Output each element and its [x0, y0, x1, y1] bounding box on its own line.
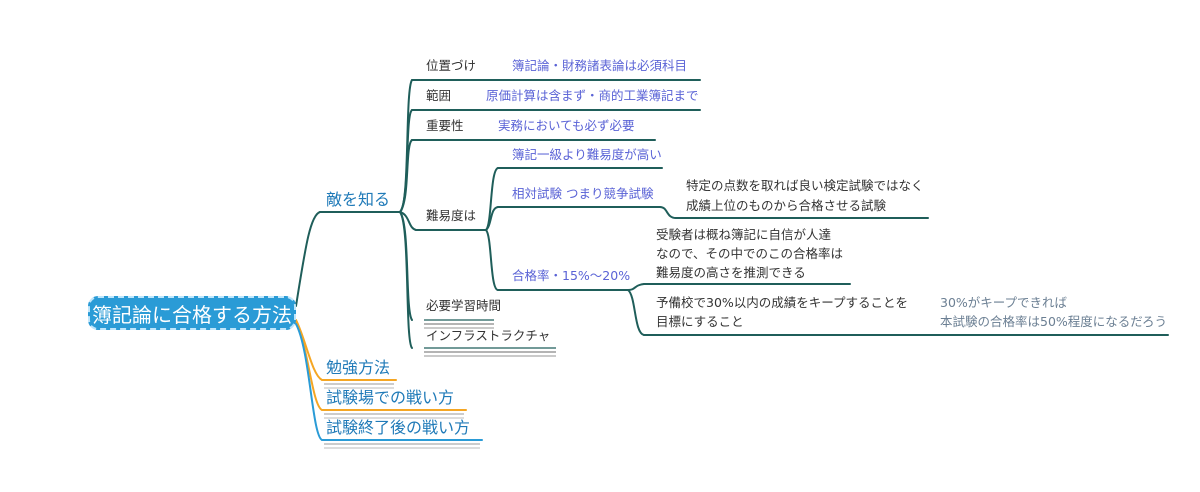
branch-benkyo[interactable]: 勉強方法	[326, 358, 391, 377]
root-label: 簿記論に合格する方法	[92, 302, 292, 327]
note-gokaku-c1: 30%がキープできれば	[940, 295, 1068, 310]
node-juyosei[interactable]: 重要性	[426, 118, 464, 133]
root-node[interactable]: 簿記論に合格する方法	[88, 296, 296, 330]
note-hani: 原価計算は含まず・商的工業簿記まで	[486, 88, 699, 103]
note-gokaku-c2: 本試験の合格率は50%程度になるだろう	[940, 314, 1168, 329]
node-jikan[interactable]: 必要学習時間	[426, 298, 502, 313]
branch-shikenjo[interactable]: 試験場での戦い方	[326, 388, 455, 407]
note-ichizuke: 簿記論・財務諸表論は必須科目	[512, 58, 688, 73]
branch-teki[interactable]: 敵を知る	[326, 190, 391, 209]
node-nanido[interactable]: 難易度は	[426, 208, 477, 223]
note-sotai-line1: 特定の点数を取れば良い検定試験ではなく	[686, 178, 924, 193]
note-juyosei: 実務においても必ず必要	[498, 118, 635, 133]
note-sotai-line2: 成績上位のものから合格させる試験	[686, 198, 887, 213]
node-sotai[interactable]: 相対試験 つまり競争試験	[512, 186, 654, 201]
connector-root-shikengo	[295, 323, 323, 441]
connector-root-teki	[295, 211, 321, 307]
node-hani[interactable]: 範囲	[426, 88, 452, 103]
connector-teki-juyosei	[399, 139, 413, 213]
connector-nanido-sotai	[485, 206, 499, 231]
connector-nanido-note1	[485, 167, 499, 231]
branch-shikengo[interactable]: 試験終了後の戦い方	[326, 418, 471, 437]
note-nanido-1: 簿記一級より難易度が高い	[512, 147, 662, 162]
connector-gokaku-b	[627, 289, 645, 336]
note-gokaku-a1: 受験者は概ね簿記に自信が人達	[656, 227, 832, 242]
connector-teki-nanido	[399, 211, 417, 231]
node-infra[interactable]: インフラストラクチャ	[426, 328, 551, 343]
connector-sotai-detail	[659, 206, 677, 219]
note-gokaku-b1: 予備校で30%以内の成績をキープすることを	[656, 295, 909, 310]
connector-teki-infra	[399, 211, 413, 349]
node-ichizuke[interactable]: 位置づけ	[426, 58, 477, 73]
note-gokaku-a3: 難易度の高さを推測できる	[656, 265, 806, 280]
note-gokaku-a2: なので、その中でのこの合格率は	[656, 246, 844, 261]
connector-gokaku-a	[627, 283, 645, 291]
connector-nanido-gokaku	[485, 229, 499, 291]
node-gokaku[interactable]: 合格率・15%～20%	[512, 268, 631, 283]
note-gokaku-b2: 目標にすること	[656, 314, 744, 329]
